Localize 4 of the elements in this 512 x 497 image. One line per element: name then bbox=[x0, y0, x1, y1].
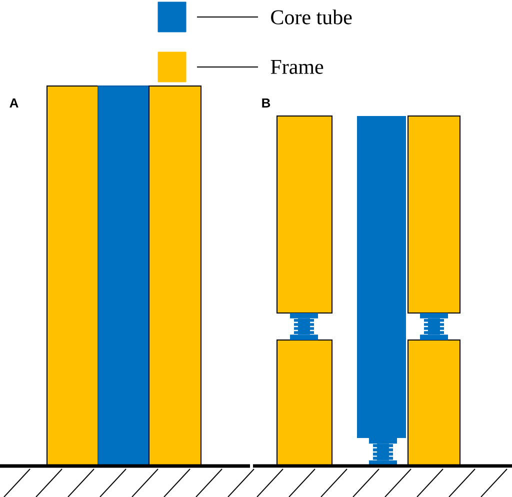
legend-label: Core tube bbox=[271, 10, 352, 24]
legend-label: Frame bbox=[270, 60, 324, 74]
panel-label: B bbox=[262, 98, 270, 108]
panel-label: A bbox=[10, 98, 18, 108]
